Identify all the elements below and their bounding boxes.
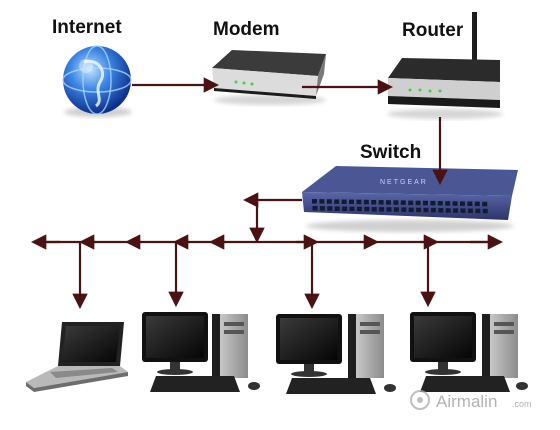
switch-port [371, 200, 377, 205]
switch-label: Switch [360, 142, 422, 163]
switch-port [416, 207, 422, 213]
desktop-pc-1-icon [142, 312, 260, 392]
switch-port [482, 208, 488, 214]
switch-port [386, 207, 392, 212]
internet-label: Internet [52, 17, 122, 38]
switch-port [482, 201, 488, 207]
switch-port [363, 199, 369, 205]
switch-port [327, 206, 333, 211]
switch-port [408, 200, 414, 206]
router-icon [387, 12, 503, 119]
switch-port [467, 201, 473, 206]
switch-port [386, 200, 391, 205]
watermark-name: Airmalin [436, 392, 497, 411]
watermark: Airmalin .com [410, 390, 532, 411]
switch-port [378, 200, 384, 205]
switch-port [393, 207, 399, 212]
switch-port [445, 208, 451, 213]
switch-port [312, 206, 318, 211]
switch-port [326, 199, 332, 204]
switch-port [423, 200, 428, 206]
switch-port [393, 200, 399, 205]
switch-port [415, 200, 421, 206]
desktop-pc-2-icon [276, 314, 396, 394]
switch-port [474, 201, 480, 207]
switch-port [334, 206, 340, 211]
switch-port [460, 201, 465, 206]
switch-icon: NETGEAR [302, 166, 518, 232]
switch-port [452, 201, 458, 206]
svg-text:NETGEAR: NETGEAR [380, 179, 428, 186]
connections [30, 77, 504, 310]
modem-icon [212, 50, 326, 105]
switch-port [401, 207, 407, 212]
switch-port [430, 200, 436, 206]
switch-port [475, 208, 481, 214]
switch-port [312, 199, 317, 204]
switch-port [460, 208, 466, 213]
switch-port [341, 199, 347, 204]
watermark-domain: .com [512, 399, 532, 409]
switch-port [467, 208, 473, 213]
switch-port [430, 207, 436, 213]
switch-port [379, 207, 385, 212]
desktop-pc-3-icon [410, 312, 528, 392]
internet-globe-icon [62, 45, 132, 117]
switch-port [400, 200, 406, 205]
switch-port [453, 208, 459, 213]
modem-label: Modem [213, 19, 280, 40]
switch-port [437, 201, 443, 206]
switch-port [445, 201, 451, 206]
switch-port [319, 206, 325, 211]
switch-port [349, 199, 354, 205]
switch-port [342, 206, 348, 211]
switch-port [356, 199, 362, 205]
laptop-icon [26, 322, 128, 392]
switch-port [319, 199, 325, 204]
switch-port [356, 206, 362, 212]
switch-port [438, 208, 444, 213]
switch-port [371, 207, 377, 212]
switch-ports [312, 199, 488, 214]
switch-port [364, 206, 370, 212]
switch-port [334, 199, 340, 204]
switch-port [408, 207, 414, 213]
router-label: Router [402, 20, 464, 41]
switch-port [349, 206, 355, 212]
switch-port [423, 207, 429, 213]
